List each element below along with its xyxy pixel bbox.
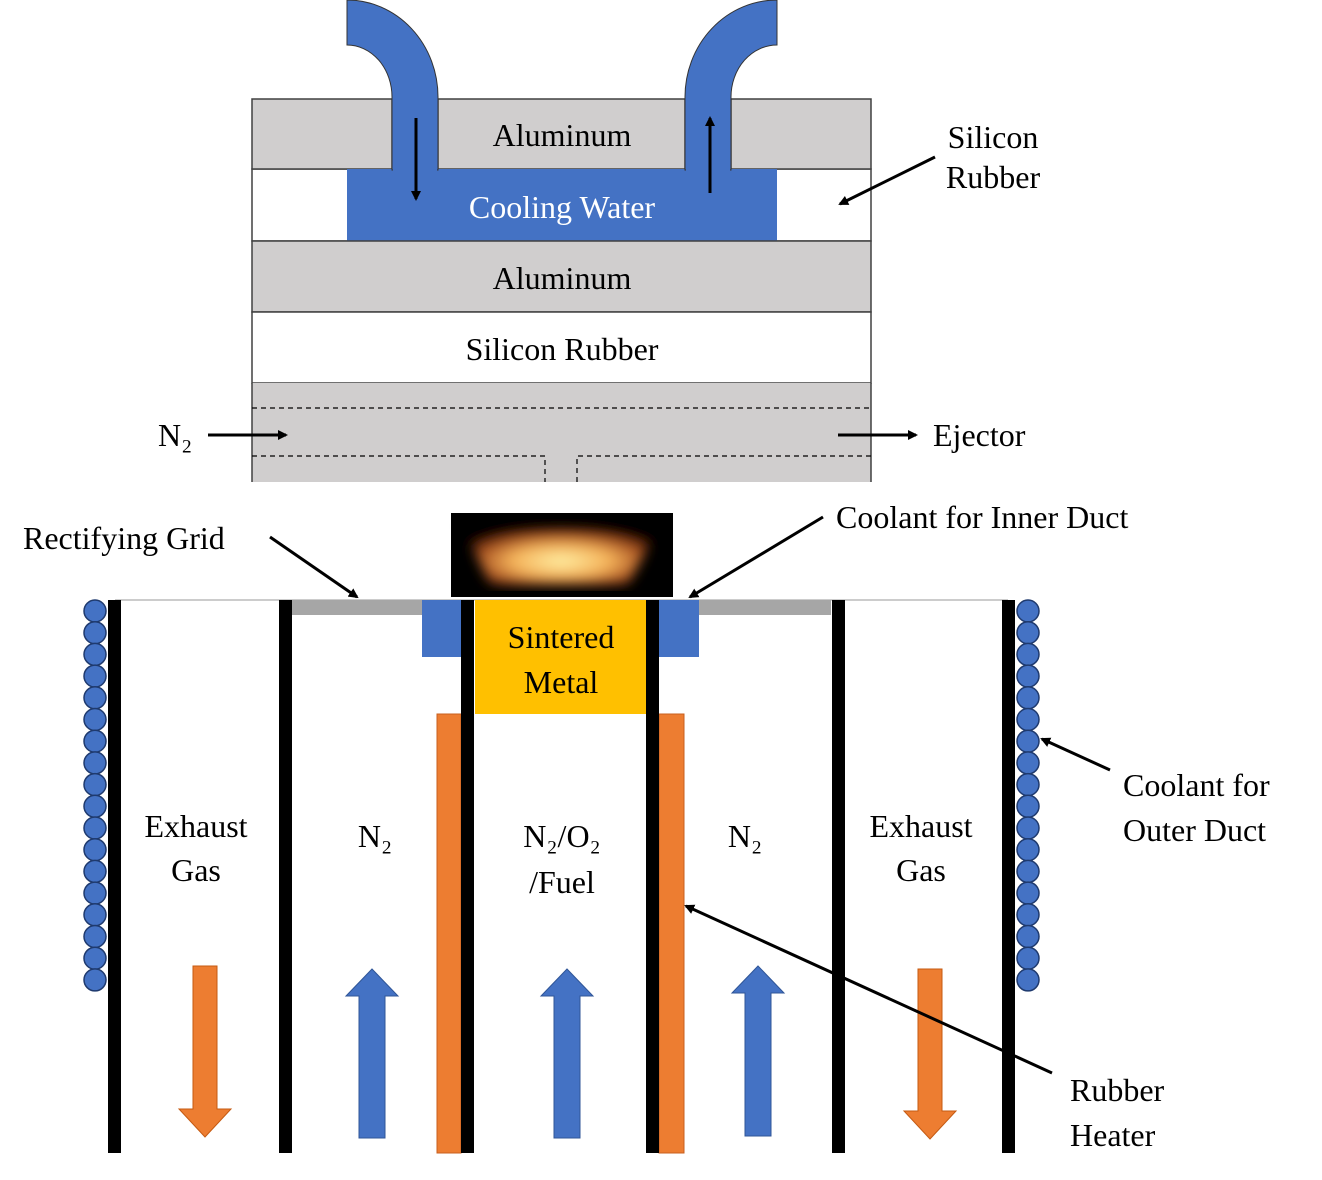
coolant-coil [1016, 729, 1040, 753]
n2-left-label: N₂ [358, 818, 392, 854]
sintered-metal-label-line2: Metal [524, 664, 599, 700]
silicon-rubber-pointer [838, 155, 936, 206]
coolant-coil [1016, 924, 1040, 949]
coolant-coil [83, 642, 107, 667]
center-flow-line1: N₂/O₂ [523, 818, 600, 854]
aluminum-top-label: Aluminum [493, 117, 632, 153]
duct-walls [108, 600, 1015, 1153]
coolant-coil [1016, 946, 1040, 970]
coolant-inner-pointer [688, 515, 824, 599]
exhaust-right-line1: Exhaust [869, 808, 972, 844]
rectifying-grid-left [292, 600, 422, 615]
aluminum-bottom-label: Aluminum [493, 260, 632, 296]
coolant-coil [83, 837, 107, 862]
flame-image [451, 513, 673, 597]
duct-wall [108, 600, 121, 1153]
outer-coolant-coils [83, 599, 1040, 992]
silicon-rubber-layer [251, 311, 872, 384]
coolant-coil [1016, 859, 1040, 884]
duct-wall [1002, 600, 1015, 1153]
coolant-outer-line2: Outer Duct [1123, 812, 1266, 848]
silicon-rubber-callout-line1: Silicon [948, 119, 1039, 155]
coolant-coil [83, 859, 107, 884]
outlet-pipe [684, 0, 778, 171]
coolant-coil [83, 599, 107, 623]
downflow-arrow [177, 965, 233, 1138]
exhaust-left-line1: Exhaust [144, 808, 247, 844]
sintered-metal-label-line1: Sintered [508, 619, 615, 655]
coolant-coil [83, 707, 107, 732]
exhaust-left-line2: Gas [171, 852, 221, 888]
aluminum-top-plate-left [251, 98, 393, 170]
coolant-coil [83, 968, 107, 992]
exhaust-right-line2: Gas [896, 852, 946, 888]
coolant-coil [83, 794, 107, 819]
flow-arrows [177, 965, 958, 1140]
rubber-heater-line1: Rubber [1070, 1072, 1165, 1108]
cooling-water-channel [347, 169, 777, 241]
sintered-metal [475, 600, 646, 714]
silicon-rubber-layer-label: Silicon Rubber [466, 331, 659, 367]
duct-wall [461, 600, 474, 1153]
coolant-coil [1016, 968, 1040, 992]
coolant-coil [1016, 642, 1040, 667]
cooling-assembly: Aluminum Cooling Water Aluminum Silicon … [158, 0, 1040, 482]
aluminum-top-plate-center [437, 98, 686, 170]
coolant-coil [1016, 664, 1040, 688]
burner: Sintered Metal Exhaust Gas N₂ N₂/O₂ /Fue… [23, 499, 1270, 1154]
coolant-coil [1016, 816, 1040, 840]
inner-coolant-right [659, 600, 699, 657]
aluminum-top-plate-right [730, 98, 872, 170]
duct-wall [646, 600, 659, 1153]
coolant-coil [1016, 686, 1040, 710]
coolant-inner-label: Coolant for Inner Duct [836, 499, 1128, 535]
upflow-arrow [730, 965, 786, 1137]
coolant-outer-line1: Coolant for [1123, 767, 1270, 803]
ejector-block [252, 383, 871, 482]
coolant-outer-pointer [1040, 737, 1111, 772]
upflow-arrow [539, 968, 595, 1139]
rubber-heater-line2: Heater [1070, 1117, 1156, 1153]
coolant-coil [1016, 751, 1040, 775]
coolant-coil [83, 772, 107, 797]
aluminum-plate [251, 240, 872, 313]
rectifying-grid-pointer [269, 535, 359, 599]
ejector-label: Ejector [933, 417, 1026, 453]
coolant-coil [1016, 794, 1040, 819]
duct-wall [279, 600, 292, 1153]
coolant-coil [1016, 903, 1040, 927]
n2-inlet-label: N₂ [158, 417, 192, 453]
coolant-coil [83, 924, 107, 949]
inner-coolant-left [422, 600, 462, 657]
rubber-heater-left [436, 713, 462, 1154]
coolant-coil [83, 946, 107, 970]
coolant-coil [83, 751, 107, 775]
center-flow-line2: /Fuel [529, 864, 595, 900]
duct-wall [832, 600, 845, 1153]
rubber-heater-right [658, 713, 685, 1154]
coolant-coil [83, 664, 107, 688]
coolant-coil [83, 903, 107, 927]
coolant-coil [83, 881, 107, 905]
coolant-coil [1016, 881, 1040, 905]
coolant-coil [1016, 707, 1040, 732]
coolant-coil [1016, 837, 1040, 862]
downflow-arrow [902, 968, 958, 1140]
coolant-coil [1016, 620, 1040, 645]
ejector-channel [252, 407, 871, 482]
coolant-coil [1016, 772, 1040, 797]
coolant-coil [83, 729, 107, 753]
coolant-coil [83, 686, 107, 710]
coolant-coil [1016, 599, 1040, 623]
coolant-coil [83, 816, 107, 840]
rectifying-grid-label: Rectifying Grid [23, 520, 225, 556]
n2-right-label: N₂ [728, 818, 762, 854]
upflow-arrow [344, 968, 400, 1139]
coolant-coil [83, 620, 107, 645]
rubber-heater-pointer [684, 904, 1053, 1075]
rectifying-grid-right [699, 600, 831, 615]
cooling-water-label: Cooling Water [469, 189, 655, 225]
silicon-rubber-callout-line2: Rubber [946, 159, 1041, 195]
